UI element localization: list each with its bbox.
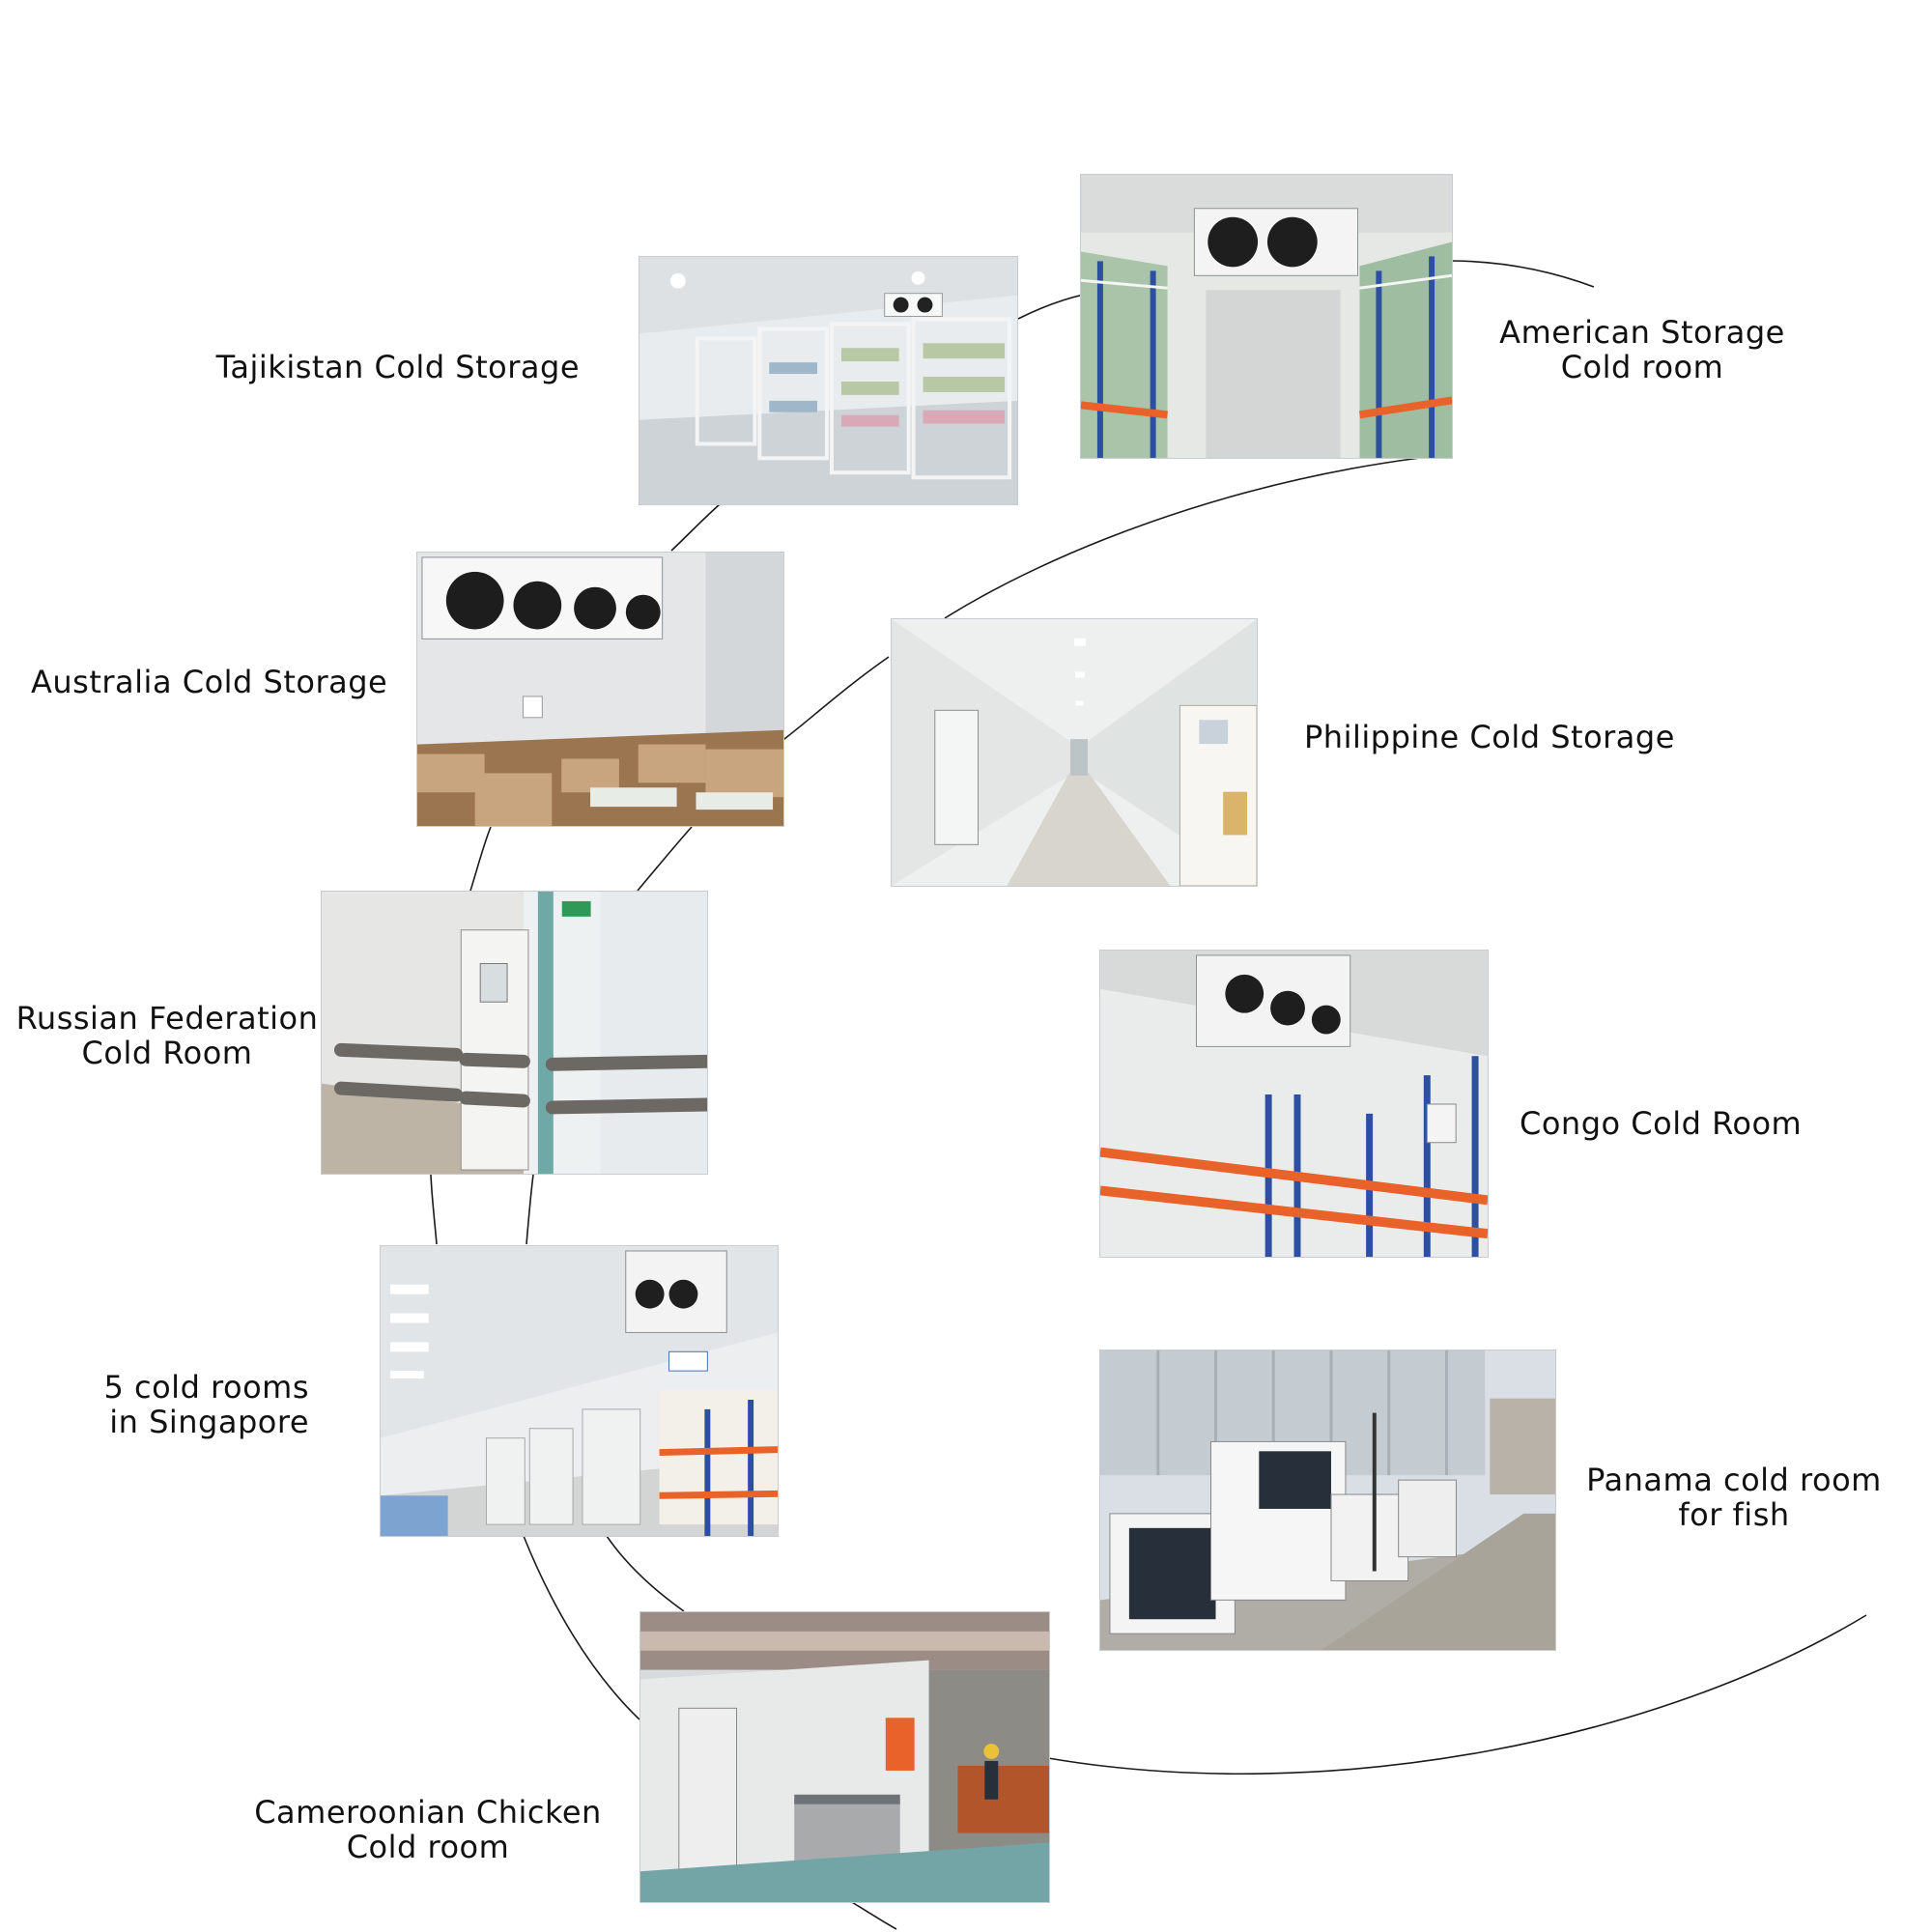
- philippine-photo: [891, 618, 1258, 887]
- australia-photo: [416, 552, 784, 827]
- congo-label: Congo Cold Room: [1520, 1106, 1838, 1141]
- label-line: Cold room: [346, 1829, 510, 1865]
- label-line: Cold Room: [81, 1035, 253, 1071]
- congo-photo: [1099, 950, 1489, 1258]
- russian-label: Russian Federation Cold Room: [8, 1001, 327, 1070]
- label-line: for fish: [1678, 1496, 1790, 1533]
- australia-label: Australia Cold Storage: [31, 665, 408, 699]
- label-line: Australia Cold Storage: [31, 664, 388, 700]
- label-line: 5 cold rooms: [103, 1369, 309, 1406]
- panama-label: Panama cold room for fish: [1575, 1463, 1893, 1532]
- connector-curve: [430, 1174, 438, 1245]
- connector-curve: [1047, 1614, 1867, 1775]
- cameroon-photo: [639, 1611, 1050, 1903]
- label-line: Cold room: [1560, 349, 1724, 385]
- cameroon-label: Cameroonian Chicken Cold room: [240, 1795, 616, 1864]
- philippine-label: Philippine Cold Storage: [1304, 720, 1739, 754]
- tajikistan-photo: [639, 256, 1018, 505]
- label-line: American Storage: [1499, 314, 1785, 351]
- label-line: Cameroonian Chicken: [254, 1794, 602, 1831]
- tajikistan-label: Tajikistan Cold Storage: [126, 350, 580, 384]
- label-line: Russian Federation: [15, 1000, 319, 1037]
- american-label: American Storage Cold room: [1468, 315, 1816, 384]
- connector-curve: [670, 503, 721, 552]
- connector-curve: [606, 1535, 685, 1612]
- label-line: in Singapore: [109, 1404, 309, 1440]
- connector-curve: [469, 826, 492, 892]
- connector-curve: [780, 656, 890, 743]
- singapore-photo: [380, 1245, 779, 1537]
- american-photo: [1080, 174, 1453, 459]
- connector-curve: [523, 1535, 640, 1720]
- connector-curve: [944, 457, 1421, 619]
- label-line: Philippine Cold Storage: [1304, 719, 1675, 755]
- label-line: Panama cold room: [1586, 1462, 1882, 1498]
- connector-curve: [637, 826, 693, 892]
- panama-photo: [1099, 1350, 1556, 1651]
- connector-curve: [1448, 260, 1595, 288]
- label-line: Congo Cold Room: [1520, 1105, 1803, 1142]
- connector-curve: [526, 1174, 534, 1245]
- connector-curve: [849, 1900, 897, 1930]
- label-line: Tajikistan Cold Storage: [215, 349, 580, 385]
- russian-photo: [321, 891, 708, 1175]
- singapore-label: 5 cold rooms in Singapore: [58, 1370, 309, 1439]
